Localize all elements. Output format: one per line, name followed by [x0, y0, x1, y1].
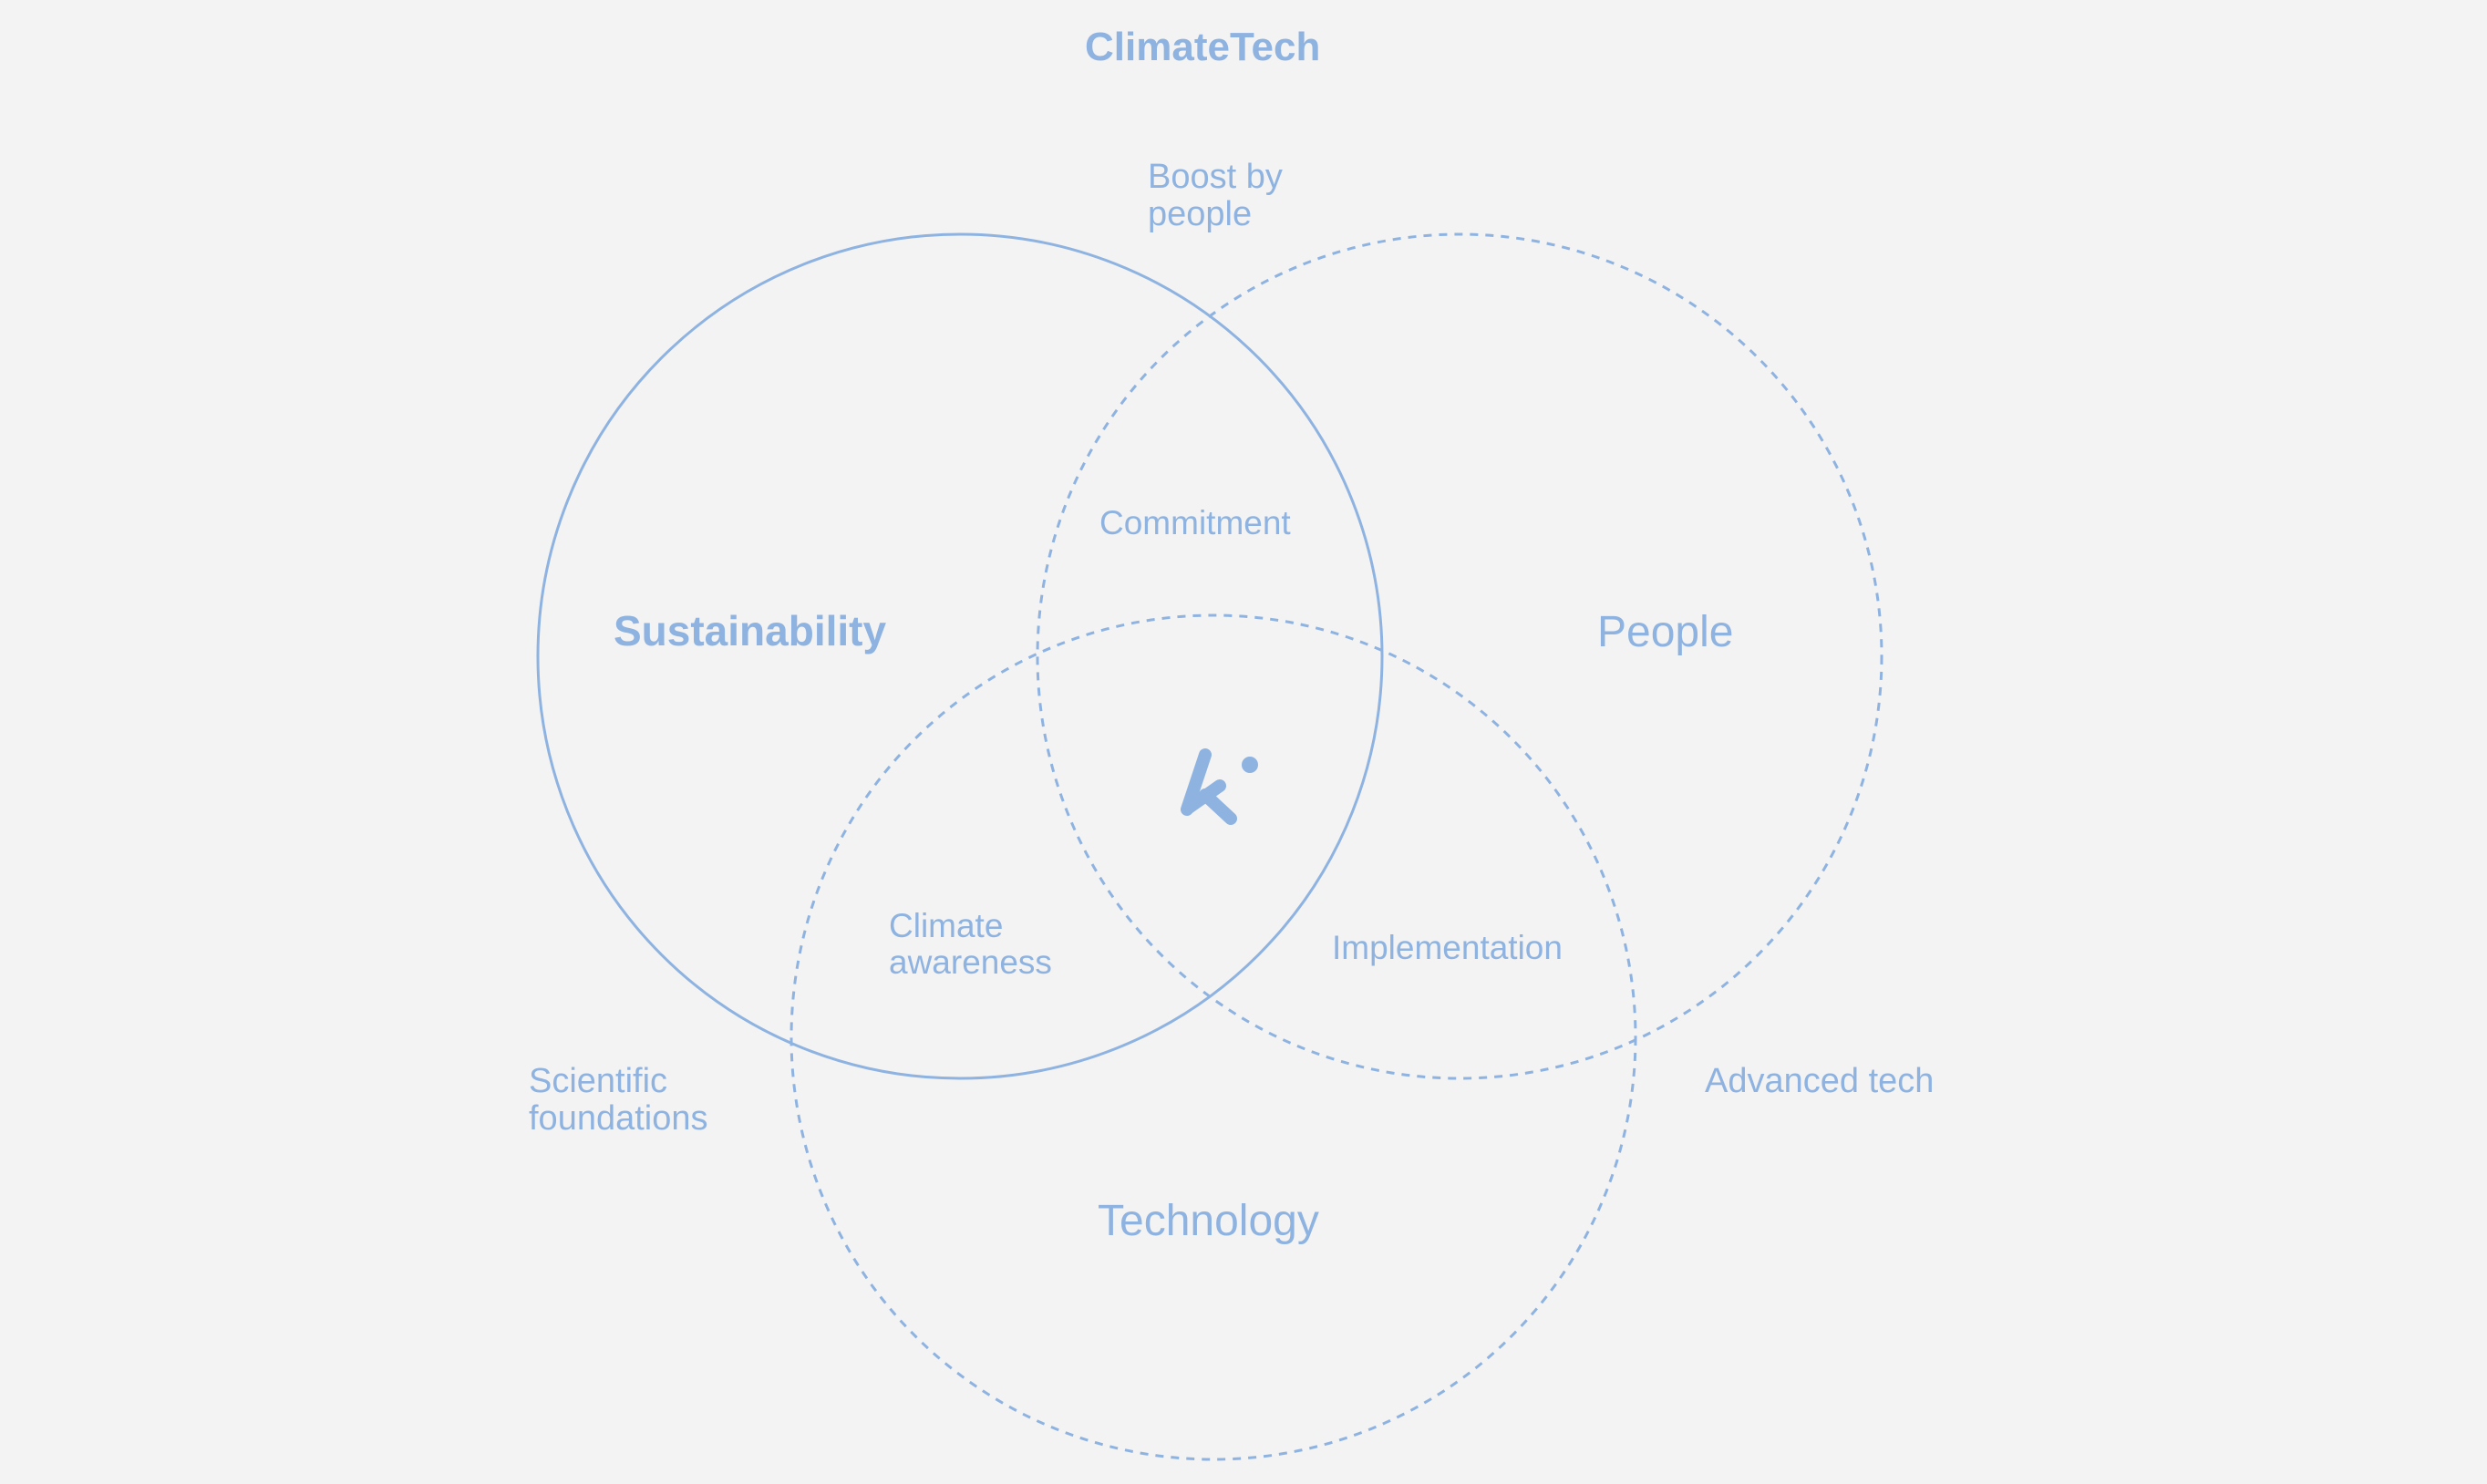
outer-label-bottom-left: Scientific foundations	[529, 1062, 708, 1139]
outer-label-bottom-left-line-1: Scientific	[529, 1062, 668, 1100]
outer-label-top: Boost by people	[1148, 158, 1283, 234]
outer-label-bottom-right: Advanced tech	[1705, 1062, 1935, 1100]
technology-circle	[789, 613, 1637, 1461]
people-circle	[1036, 232, 1883, 1080]
outer-label-bottom-left-line-2: foundations	[529, 1099, 708, 1139]
set-label-sustainability: Sustainability	[614, 607, 887, 654]
diagram-title: ClimateTech	[1085, 25, 1321, 69]
set-label-people: People	[1597, 608, 1734, 656]
region-label-implementation: Implementation	[1332, 929, 1563, 966]
region-label-climate-awareness-line-1: Climate	[889, 907, 1004, 944]
k-logo-icon	[1181, 748, 1258, 825]
outer-label-top-line-2: people	[1148, 195, 1253, 234]
region-label-climate-awareness: Climate awareness	[889, 908, 1052, 981]
outer-label-top-line-1: Boost by	[1148, 158, 1283, 196]
region-label-climate-awareness-line-2: awareness	[889, 943, 1052, 981]
set-label-technology: Technology	[1098, 1197, 1319, 1245]
region-label-commitment: Commitment	[1099, 504, 1291, 541]
sustainability-circle	[536, 232, 1384, 1080]
